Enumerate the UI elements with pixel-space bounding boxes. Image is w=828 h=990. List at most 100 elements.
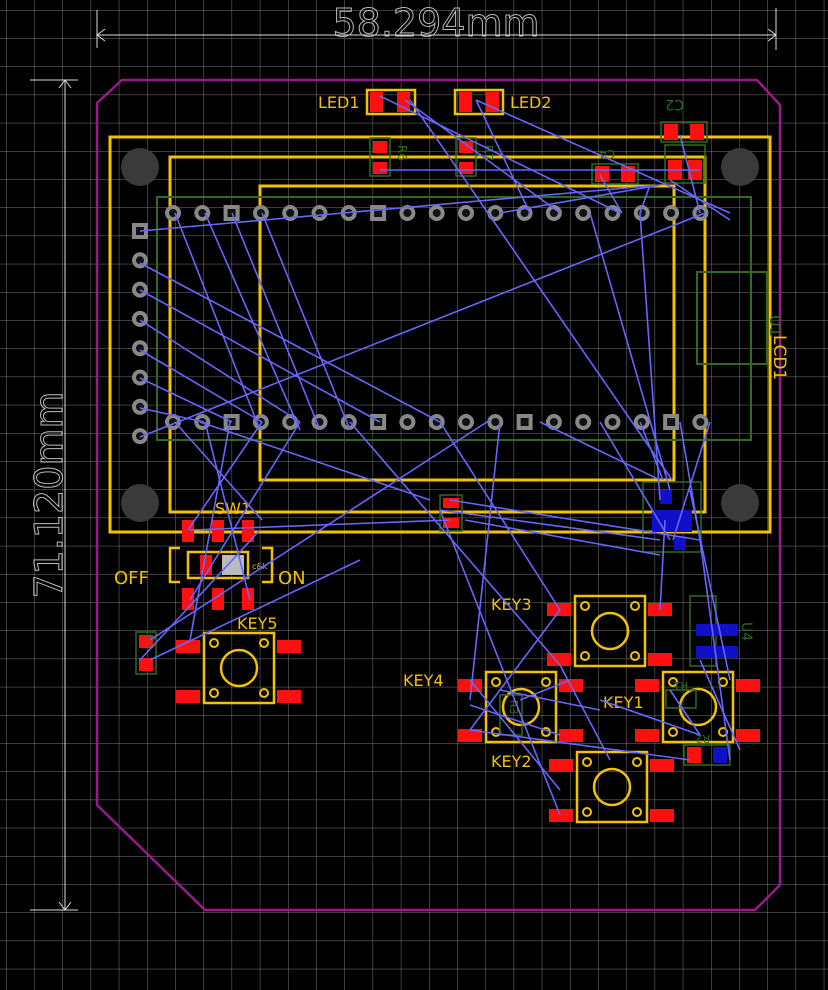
header-pin-top: [428, 205, 445, 221]
ratsnest-line: [139, 529, 261, 661]
ratsnest-line: [689, 489, 731, 681]
ratsnest-line: [599, 699, 701, 736]
ratsnest-line: [409, 99, 673, 481]
key4-label: KEY4: [403, 671, 444, 690]
key1-switch[interactable]: [635, 670, 760, 744]
led2-label: LED2: [510, 93, 552, 112]
dimension-width-label: 58.294mm: [333, 1, 540, 45]
c5-label: C5: [147, 635, 158, 648]
c5[interactable]: [135, 631, 157, 675]
key1-label: KEY1: [603, 693, 644, 712]
key-switches: [176, 594, 760, 824]
sw1-on-label: ON: [278, 568, 306, 589]
r6-label: R6: [395, 145, 409, 161]
header-pin-top: [575, 205, 592, 221]
ratsnest-line: [439, 509, 661, 541]
ratsnest-line: [469, 704, 561, 736]
header-pin-bottom: [663, 414, 680, 430]
c4-label: C4: [599, 147, 615, 161]
ratsnest-line: [139, 377, 233, 423]
header-pin-top: [458, 205, 474, 221]
key2-switch[interactable]: [549, 750, 674, 824]
ratsnest-line: [519, 679, 571, 701]
ratsnest-line: [699, 659, 741, 751]
ratsnest-line: [139, 289, 381, 423]
key5-switch[interactable]: [176, 631, 301, 705]
header-pin-top: [311, 205, 328, 221]
ratsnest-line: [499, 184, 661, 214]
ratsnest-line: [174, 421, 263, 521]
ratsnest-line: [439, 421, 561, 611]
ratsnest-line: [639, 421, 664, 481]
ratsnest-line: [139, 184, 661, 232]
u4-label: U4: [738, 622, 754, 641]
ratsnest-line: [204, 421, 251, 601]
header-pin-top: [223, 205, 240, 221]
ratsnest-line: [439, 509, 561, 816]
u4[interactable]: [689, 595, 738, 667]
header-pin-side: [132, 428, 148, 445]
header-pin-bottom: [604, 414, 621, 430]
c2[interactable]: [660, 121, 708, 143]
ratsnest-line: [672, 421, 711, 541]
r6[interactable]: [369, 137, 391, 177]
ratsnest-line: [464, 519, 661, 556]
ratsnest-line: [139, 407, 205, 423]
ratsnest-line: [669, 689, 701, 736]
ratsnest-line: [204, 212, 301, 431]
header-pin-bottom: [458, 414, 474, 430]
dimension-height-label: 71.120mm: [27, 392, 71, 599]
ratsnest-line: [449, 499, 701, 541]
led2[interactable]: [453, 88, 505, 116]
ratsnest-line: [189, 421, 301, 601]
lcd-fab-outline: [156, 196, 752, 441]
ratsnest-line: [539, 421, 661, 481]
header-pin-bottom: [487, 414, 504, 430]
ratsnest-line: [149, 419, 491, 641]
ratsnest-line: [599, 174, 623, 214]
header-pin-top: [692, 205, 709, 221]
ratsnest-line: [189, 421, 231, 641]
key3-switch[interactable]: [547, 594, 672, 668]
u1-label: U1: [766, 315, 785, 337]
led1-label: LED1: [318, 93, 360, 112]
ratsnest-line: [139, 349, 263, 423]
led1[interactable]: [365, 88, 417, 116]
ratsnest-line: [199, 421, 431, 501]
ratsnest-line: [639, 212, 661, 501]
r1-label: R1: [673, 679, 688, 692]
ratsnest-line: [139, 262, 441, 423]
header-pin-bottom: [692, 414, 709, 430]
ratsnest-line: [189, 519, 451, 531]
ratsnest-line: [469, 729, 691, 761]
ratsnest-line: [187, 421, 263, 531]
lcd-outline: [108, 135, 772, 534]
lcd1-label: LCD1: [769, 335, 789, 380]
ratsnest-line: [499, 689, 601, 711]
header-pin-side: [132, 281, 148, 298]
r1[interactable]: [665, 689, 697, 709]
header-pin-bottom: [370, 414, 387, 430]
header-pin-side: [132, 398, 148, 415]
ratsnest-line: [679, 134, 701, 214]
key2-label: KEY2: [491, 752, 532, 771]
ratsnest-line: [261, 212, 351, 431]
ratsnest-lines: [139, 95, 741, 816]
header-pin-bottom: [545, 414, 562, 430]
ratsnest-line: [139, 212, 706, 438]
ratsnest-line: [174, 212, 261, 431]
header-pin-top: [252, 205, 269, 221]
header-pin-top: [165, 205, 181, 221]
header-pin-bottom: [516, 414, 533, 430]
ratsnest-line: [404, 99, 561, 214]
header-pin-bottom: [399, 414, 416, 430]
ratsnest-line: [669, 179, 731, 221]
sw1[interactable]: [168, 520, 274, 610]
ratsnest-line: [475, 99, 731, 214]
mounting-holes: [121, 148, 759, 522]
header-pin-side: [132, 369, 148, 386]
board-outline: [95, 78, 782, 912]
sw1-mfr-label: c&k: [252, 562, 268, 571]
ratsnest-line: [699, 539, 731, 761]
